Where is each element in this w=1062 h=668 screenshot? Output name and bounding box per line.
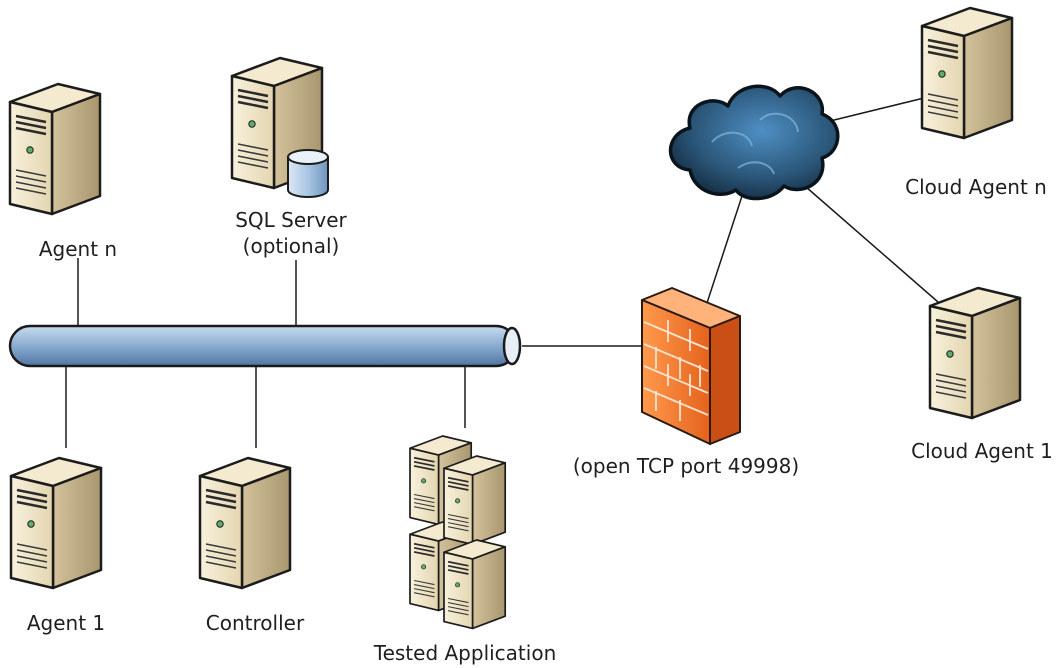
sql-server-text: SQL Server (235, 208, 347, 232)
link-cloud-agent-n (825, 97, 925, 123)
network-bus (8, 324, 522, 368)
link-cloud-agent-1 (797, 179, 939, 303)
server-cloud-agent-1-icon (928, 286, 1022, 420)
cloud-agent-1-text: Cloud Agent 1 (911, 439, 1053, 463)
server-cluster-icon (409, 435, 507, 630)
database-icon (287, 149, 329, 198)
firewall-port-text: (open TCP port 49998) (572, 454, 800, 478)
agent-1-text: Agent 1 (26, 611, 106, 635)
agent-n-label: Agent n (18, 236, 138, 262)
server-controller-icon (198, 456, 292, 590)
agent-n-text: Agent n (38, 237, 118, 261)
server-agent-n-icon (8, 82, 102, 216)
sql-server-optional-text: (optional) (242, 234, 340, 258)
cloud-agent-n-label: Cloud Agent n (896, 174, 1056, 200)
controller-text: Controller (205, 611, 305, 635)
firewall-label: (open TCP port 49998) (556, 453, 816, 479)
cloud-agent-n-text: Cloud Agent n (905, 175, 1047, 199)
server-agent-1-icon (9, 456, 103, 590)
cloud-agent-1-label: Cloud Agent 1 (902, 438, 1062, 464)
cloud-icon (668, 84, 840, 201)
link-firewall-cloud (705, 195, 743, 307)
tested-application-text: Tested Application (373, 641, 557, 665)
connection-lines (65, 97, 939, 448)
agent-1-label: Agent 1 (6, 610, 126, 636)
firewall-icon (641, 287, 741, 445)
controller-label: Controller (190, 610, 320, 636)
tested-application-label: Tested Application (350, 640, 580, 666)
server-cloud-agent-n-icon (920, 6, 1014, 140)
sql-server-label: SQL Server (optional) (226, 207, 356, 259)
